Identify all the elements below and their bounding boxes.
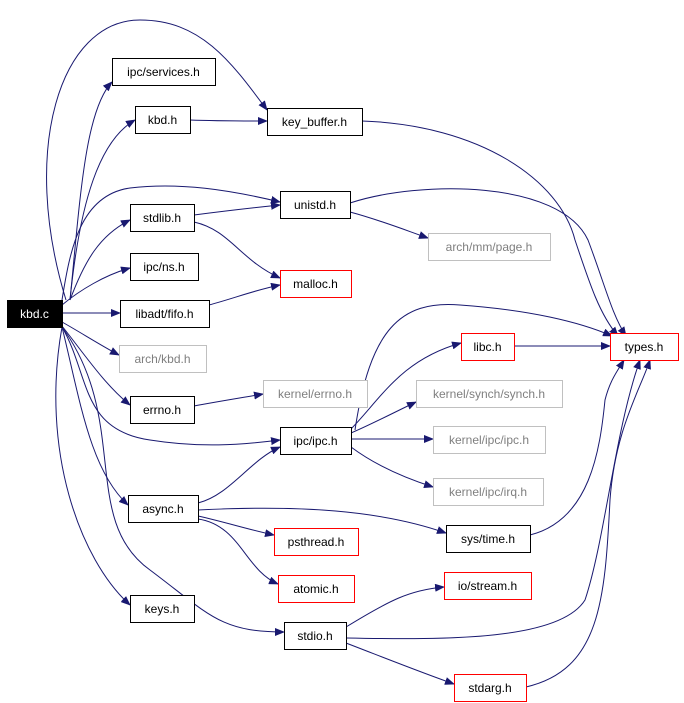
node-key-buffer-h[interactable]: key_buffer.h xyxy=(267,108,363,136)
edge-kbd_c-to-unistd_h xyxy=(61,185,281,301)
node-label: malloc.h xyxy=(293,277,338,291)
node-errno-h[interactable]: errno.h xyxy=(130,396,195,424)
node-malloc-h[interactable]: malloc.h xyxy=(280,270,352,298)
node-unistd-h[interactable]: unistd.h xyxy=(280,191,351,219)
edge-layer xyxy=(46,19,651,688)
edge-ipc_ipc_h-to-kernel_ipc_irq_h xyxy=(350,446,434,489)
node-label: errno.h xyxy=(143,403,181,417)
node-types-h[interactable]: types.h xyxy=(610,333,679,361)
edge-async_h-to-atomic_h xyxy=(197,518,279,585)
edge-kbd_c-to-stdlib_h xyxy=(69,219,131,301)
node-arch-kbd-h[interactable]: arch/kbd.h xyxy=(119,345,207,373)
edge-kbd_c-to-kbd_h xyxy=(69,119,136,301)
node-label: ipc/ns.h xyxy=(143,260,184,274)
edge-kbd_c-to-keys_h xyxy=(55,326,131,606)
node-label: kernel/synch/synch.h xyxy=(433,387,545,401)
edge-unistd_h-to-arch_mm_page_h xyxy=(349,211,429,239)
node-label: psthread.h xyxy=(288,535,345,549)
node-label: kernel/errno.h xyxy=(278,387,352,401)
node-label: stdlib.h xyxy=(143,211,181,225)
node-ipc-ns-h[interactable]: ipc/ns.h xyxy=(130,253,199,281)
node-kernel-synch-synch-h[interactable]: kernel/synch/synch.h xyxy=(416,380,563,408)
node-stdlib-h[interactable]: stdlib.h xyxy=(130,204,195,232)
node-atomic-h[interactable]: atomic.h xyxy=(278,575,355,603)
edge-stdio_h-to-types_h xyxy=(345,359,641,640)
edge-stdarg_h-to-types_h xyxy=(525,359,651,688)
node-libadt-fifo-h[interactable]: libadt/fifo.h xyxy=(120,300,210,328)
node-kernel-ipc-ipc-h[interactable]: kernel/ipc/ipc.h xyxy=(433,426,546,454)
edge-ipc_ipc_h-to-libc_h xyxy=(349,341,462,431)
node-label: kernel/ipc/irq.h xyxy=(449,485,527,499)
edge-sys_time_h-to-types_h xyxy=(529,359,625,536)
node-kernel-ipc-irq-h[interactable]: kernel/ipc/irq.h xyxy=(433,478,544,506)
node-layer: kbd.c ipc/services.h kbd.h key_buffer.hstdl… xyxy=(7,58,679,702)
node-ipc-services-h[interactable]: ipc/services.h xyxy=(112,58,216,86)
node-label: kbd.c xyxy=(20,307,49,321)
node-label: async.h xyxy=(142,502,183,516)
edge-stdlib_h-to-malloc_h xyxy=(193,221,281,279)
node-kernel-errno-h[interactable]: kernel/errno.h xyxy=(263,380,368,408)
edge-kbd_h-to-key_buffer_h xyxy=(189,116,268,125)
edge-kbd_c-to-errno_h xyxy=(61,325,131,406)
node-label: kbd.h xyxy=(148,113,177,127)
node-label: ipc/services.h xyxy=(127,65,200,79)
edge-async_h-to-sys_time_h xyxy=(197,507,447,534)
node-label: io/stream.h xyxy=(458,579,517,593)
node-label: unistd.h xyxy=(294,198,336,212)
node-label: libc.h xyxy=(473,340,501,354)
node-label: types.h xyxy=(625,340,664,354)
edge-kbd_c-to-ipc_ns_h xyxy=(61,266,131,306)
edge-ipc_ipc_h-to-types_h xyxy=(354,303,613,431)
node-kbd-h[interactable]: kbd.h xyxy=(135,106,191,134)
node-libc-h[interactable]: libc.h xyxy=(461,333,515,361)
node-label: arch/mm/page.h xyxy=(446,240,533,254)
edge-kbd_c-to-stdio_h xyxy=(61,326,285,636)
node-async-h[interactable]: async.h xyxy=(128,495,199,523)
node-label: ipc/ipc.h xyxy=(293,434,337,448)
node-keys-h[interactable]: keys.h xyxy=(130,595,195,623)
edge-async_h-to-ipc_ipc_h xyxy=(197,446,281,504)
node-stdio-h[interactable]: stdio.h xyxy=(284,622,347,650)
node-label: sys/time.h xyxy=(461,532,515,546)
edge-kbd_c-to-ipc_services_h xyxy=(69,81,113,301)
node-psthread-h[interactable]: psthread.h xyxy=(274,528,359,556)
edge-kbd_c-to-arch_kbd_h xyxy=(61,321,120,356)
edge-errno_h-to-kernel_errno_h xyxy=(193,391,264,407)
node-label: stdarg.h xyxy=(468,681,511,695)
node-kbd-c[interactable]: kbd.c xyxy=(7,300,63,328)
edge-unistd_h-to-types_h xyxy=(349,188,627,337)
node-label: atomic.h xyxy=(293,582,338,596)
node-label: libadt/fifo.h xyxy=(135,307,193,321)
node-sys-time-h[interactable]: sys/time.h xyxy=(446,525,531,553)
edge-stdio_h-to-io_stream_h xyxy=(345,583,445,628)
edge-ipc_ipc_h-to-kernel_synch_synch_h xyxy=(350,401,417,434)
node-arch-mm-page-h[interactable]: arch/mm/page.h xyxy=(428,233,551,261)
edge-stdlib_h-to-unistd_h xyxy=(193,201,281,216)
edge-key_buffer_h-to-types_h xyxy=(361,120,619,337)
edge-async_h-to-psthread_h xyxy=(197,515,275,538)
edge-kbd_c-to-key_buffer_h xyxy=(46,19,268,301)
node-stdarg-h[interactable]: stdarg.h xyxy=(454,674,527,702)
edge-libadt_fifo_h-to-malloc_h xyxy=(208,282,281,306)
edge-kbd_c-to-ipc_ipc_h xyxy=(61,326,281,446)
node-label: stdio.h xyxy=(297,629,332,643)
node-label: arch/kbd.h xyxy=(134,352,190,366)
node-label: kernel/ipc/ipc.h xyxy=(449,433,529,447)
edge-kbd_c-to-async_h xyxy=(61,326,129,506)
node-ipc-ipc-h[interactable]: ipc/ipc.h xyxy=(280,427,352,455)
node-label: key_buffer.h xyxy=(282,115,347,129)
edge-stdio_h-to-stdarg_h xyxy=(345,642,455,685)
node-io-stream-h[interactable]: io/stream.h xyxy=(444,572,532,600)
node-label: keys.h xyxy=(145,602,180,616)
